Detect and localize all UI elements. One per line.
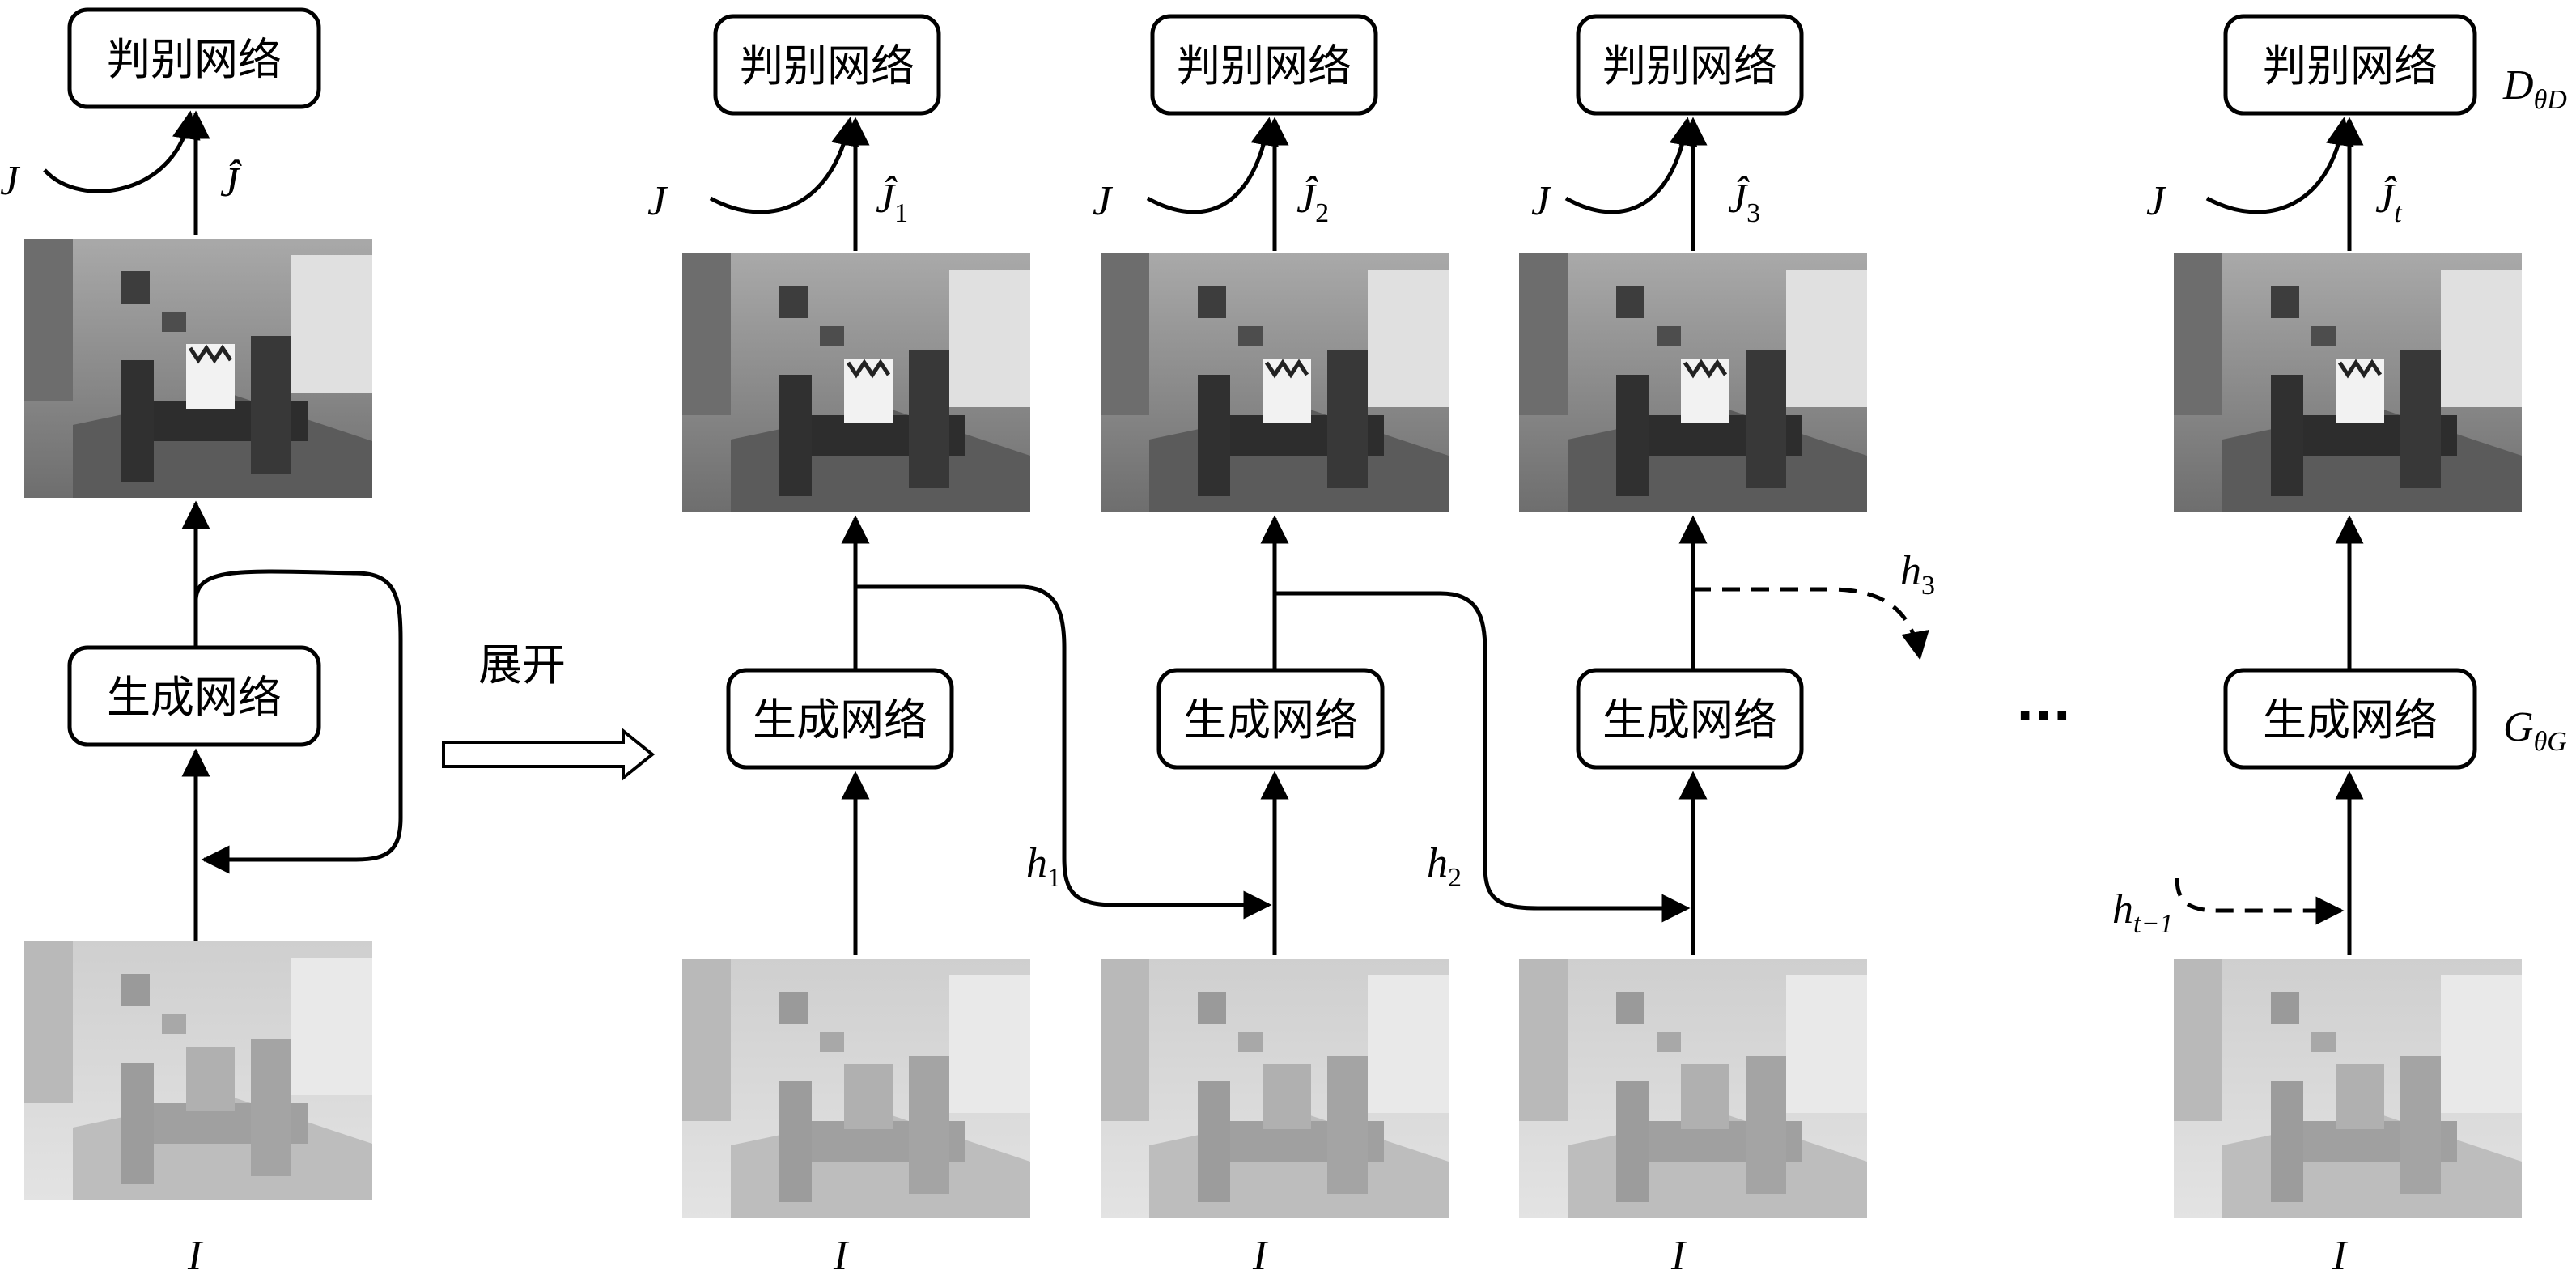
unfolded-step-t: 判别网络 DθD J Ĵt 生成网络 GθG I ht−1 — [2112, 14, 2567, 1279]
target-to-discriminator-arrow — [1564, 117, 1698, 214]
hidden-state-dashed-arrow — [1693, 587, 1929, 660]
hidden-state-arrow — [855, 584, 1272, 920]
discriminator-box — [2223, 14, 2477, 116]
generator-box — [726, 668, 954, 770]
target-to-discriminator-arrow — [43, 110, 201, 193]
discriminator-box — [1150, 14, 1378, 116]
output-label: Ĵ2 — [1296, 175, 1329, 228]
recurrent-loop-arrow — [193, 569, 403, 874]
hidden-state-arrow — [1275, 591, 1691, 923]
target-to-discriminator-arrow — [709, 117, 859, 214]
output-image — [1519, 253, 1867, 512]
hidden-state-label: ht−1 — [2112, 886, 2173, 939]
discriminator-box — [1576, 14, 1804, 116]
unfolded-step-2: 判别网络 J Ĵ2 生成网络 I h2 — [1093, 14, 1691, 1279]
output-label: Ĵ — [220, 159, 242, 206]
generator-box — [67, 645, 321, 747]
input-image — [682, 959, 1030, 1218]
generator-label: 生成网络 — [2263, 694, 2438, 745]
discriminator-label: 判别网络 — [740, 40, 915, 91]
discriminator-symbol: DθD — [2502, 62, 2567, 115]
generator-box — [2223, 668, 2477, 770]
unfolded-step-3: 判别网络 J Ĵ3 生成网络 I h3 — [1519, 14, 1935, 1279]
target-label: J — [0, 158, 21, 204]
folded-column: 判别网络 J Ĵ 生成网络 I — [0, 7, 403, 1279]
target-to-discriminator-arrow — [2205, 117, 2354, 214]
input-image — [24, 941, 372, 1200]
generator-label: 生成网络 — [107, 672, 282, 723]
discriminator-label: 判别网络 — [1602, 40, 1777, 91]
unfolded-step-1: 判别网络 J Ĵ1 生成网络 I h1 — [647, 14, 1272, 1279]
target-label: J — [1531, 178, 1552, 224]
discriminator-box — [67, 7, 321, 109]
generator-label: 生成网络 — [753, 694, 927, 745]
input-label: I — [1252, 1233, 1269, 1279]
discriminator-label: 判别网络 — [107, 34, 282, 85]
output-image — [682, 253, 1030, 512]
generator-box — [1156, 668, 1385, 770]
discriminator-box — [713, 14, 941, 116]
unfold-arrow — [442, 727, 656, 782]
input-label: I — [2332, 1233, 2349, 1279]
input-image — [1519, 959, 1867, 1218]
output-image — [1101, 253, 1449, 512]
hidden-state-label: h2 — [1427, 840, 1462, 893]
hidden-state-dashed-arrow — [2175, 877, 2345, 925]
output-image — [2174, 253, 2522, 512]
input-label: I — [187, 1233, 204, 1279]
generator-label: 生成网络 — [1602, 694, 1777, 745]
target-to-discriminator-arrow — [1146, 117, 1280, 214]
discriminator-label: 判别网络 — [1177, 40, 1352, 91]
input-image — [2174, 959, 2522, 1218]
discriminator-label: 判别网络 — [2263, 40, 2438, 91]
input-label: I — [833, 1233, 850, 1279]
input-image — [1101, 959, 1449, 1218]
output-image — [24, 239, 372, 498]
target-label: J — [2146, 178, 2167, 224]
generator-symbol: GθG — [2503, 704, 2567, 757]
hidden-state-label: h1 — [1026, 840, 1061, 893]
generator-box — [1576, 668, 1804, 770]
hidden-state-label: h3 — [1900, 548, 1935, 601]
ellipsis: ··· — [2016, 688, 2071, 745]
target-label: J — [647, 178, 668, 224]
input-label: I — [1670, 1233, 1687, 1279]
target-label: J — [1093, 178, 1114, 224]
unfold-label: 展开 — [478, 639, 566, 690]
generator-label: 生成网络 — [1183, 694, 1358, 745]
output-label: Ĵ3 — [1728, 175, 1760, 228]
output-label: Ĵ1 — [876, 175, 908, 228]
output-label: Ĵt — [2375, 175, 2403, 228]
